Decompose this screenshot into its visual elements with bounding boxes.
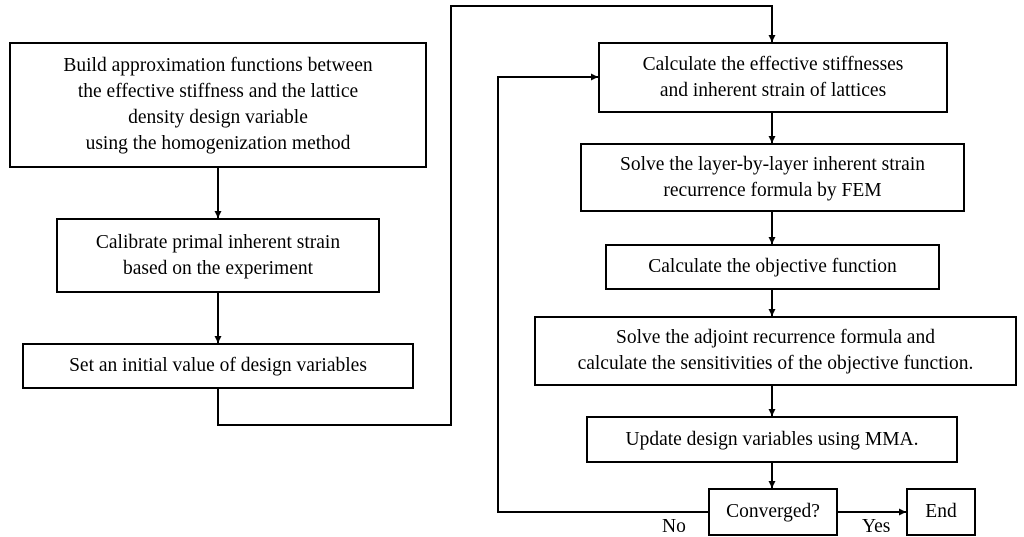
node-line: based on the experiment (122, 257, 314, 279)
node-line: the effective stiffness and the lattice (77, 81, 359, 102)
node-calibrate-inherent-strain: Calibrate primal inherent strain based o… (56, 218, 380, 293)
node-line: Calibrate primal inherent strain (95, 231, 341, 253)
node-line: density design variable (128, 107, 308, 128)
node-line: Solve the adjoint recurrence formula and (616, 327, 935, 348)
node-line: and inherent strain of lattices (659, 79, 887, 101)
node-set-initial-value: Set an initial value of design variables (22, 343, 414, 389)
edge-label-no: No (662, 516, 686, 537)
node-converged-decision: Converged? (708, 488, 838, 536)
connector-converged-no-loop-back (497, 73, 708, 513)
node-line: Update design variables using MMA. (625, 428, 919, 450)
node-calculate-objective-function: Calculate the objective function (605, 244, 940, 290)
node-line: recurrence formula by FEM (663, 179, 882, 201)
node-line: Converged? (726, 501, 820, 522)
node-line: calculate the sensitivities of the objec… (577, 353, 974, 374)
node-end: End (906, 488, 976, 536)
node-calculate-effective-stiffnesses: Calculate the effective stiffnesses and … (598, 42, 948, 113)
node-line: Set an initial value of design variables (69, 355, 367, 376)
edge-label-yes: Yes (862, 516, 891, 537)
node-line: Calculate the effective stiffnesses (642, 53, 904, 75)
node-line: using the homogenization method (85, 133, 351, 154)
node-solve-adjoint-recurrence: Solve the adjoint recurrence formula and… (534, 316, 1017, 386)
node-line: Solve the layer-by-layer inherent strain (620, 153, 925, 175)
node-solve-layer-by-layer-recurrence: Solve the layer-by-layer inherent strain… (580, 143, 965, 212)
node-line: Calculate the objective function (648, 256, 897, 277)
node-line: End (925, 501, 957, 522)
node-update-design-variables-mma: Update design variables using MMA. (586, 416, 958, 463)
node-build-approximation-functions: Build approximation functions between th… (9, 42, 427, 168)
node-line: Build approximation functions between (63, 55, 373, 76)
connector-set-initial-to-calc-stiffness (217, 5, 776, 426)
